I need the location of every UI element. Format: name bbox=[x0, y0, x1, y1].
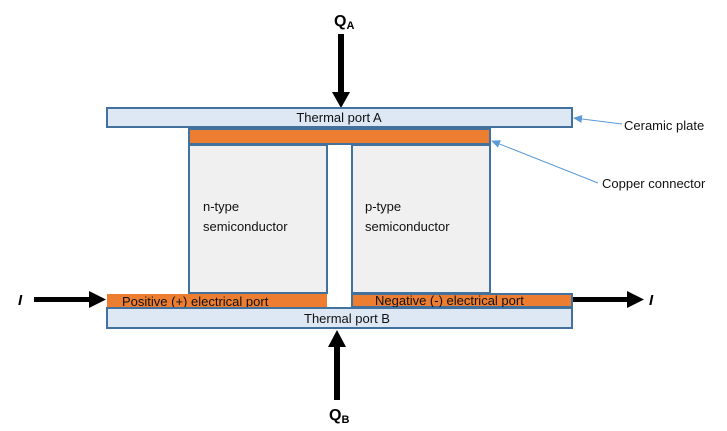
positive-port-label: Positive (+) electrical port bbox=[122, 294, 269, 309]
current-out-label: I bbox=[649, 292, 654, 309]
n-type-label-line1: n-type bbox=[203, 199, 239, 214]
p-type-label-line2: semiconductor bbox=[365, 219, 450, 234]
heat-flow-a-arrow bbox=[332, 34, 350, 108]
thermal-port-a-plate bbox=[106, 107, 573, 128]
positive-electrical-port bbox=[107, 294, 327, 308]
copper-connector-callout-line bbox=[491, 140, 599, 184]
n-type-label-line2: semiconductor bbox=[203, 219, 288, 234]
current-in-label: I bbox=[18, 292, 23, 309]
copper-connector-callout-label: Copper connector bbox=[602, 176, 706, 191]
ceramic-plate-callout-label: Ceramic plate bbox=[624, 118, 704, 133]
negative-port-label: Negative (-) electrical port bbox=[375, 293, 524, 308]
thermal-port-b-label: Thermal port B bbox=[304, 311, 390, 326]
current-in-arrow bbox=[34, 291, 106, 308]
thermal-port-a-label: Thermal port A bbox=[296, 110, 382, 125]
p-type-semiconductor bbox=[351, 144, 491, 294]
n-type-semiconductor bbox=[188, 144, 328, 294]
copper-connector bbox=[188, 128, 491, 145]
thermal-port-b-plate bbox=[106, 307, 573, 329]
ceramic-plate-callout-line bbox=[573, 115, 623, 125]
heat-flow-b-arrow bbox=[328, 330, 346, 400]
heat-flow-b-label: QB bbox=[329, 407, 349, 426]
heat-flow-a-label: QA bbox=[334, 13, 354, 32]
p-type-label-line1: p-type bbox=[365, 199, 401, 214]
current-out-arrow bbox=[573, 291, 644, 308]
